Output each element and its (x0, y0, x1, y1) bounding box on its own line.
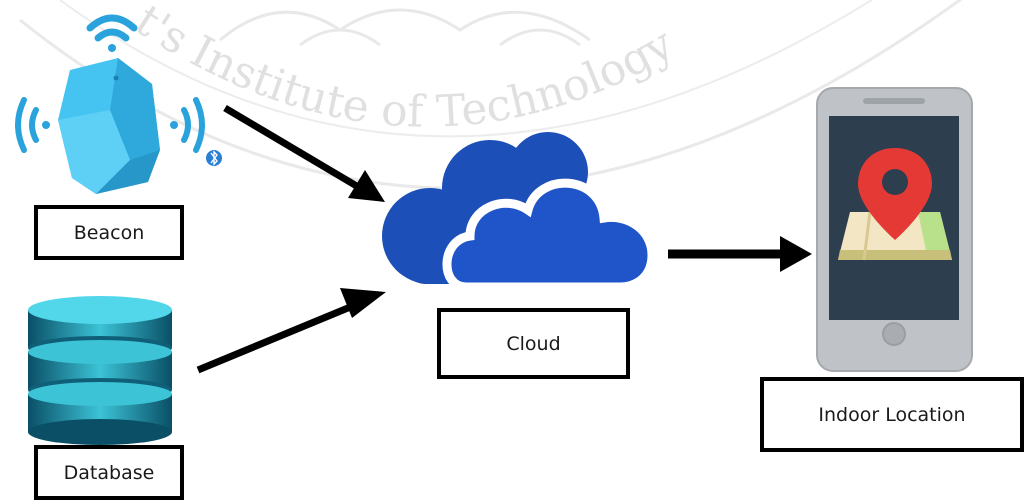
indoor-location-label: Indoor Location (760, 377, 1024, 452)
cloud-icon (382, 132, 657, 292)
bluetooth-icon (206, 150, 222, 166)
svg-text:t'sInstitute of Technology: t'sInstitute of Technology (126, 0, 682, 138)
cloud-label: Cloud (437, 308, 630, 379)
map-pin-icon (858, 148, 932, 240)
smartphone-map-pin-icon (816, 87, 973, 372)
beacon-icon (15, 14, 222, 194)
cloud-label-text: Cloud (506, 332, 561, 355)
wifi-signal-icon (86, 14, 138, 52)
database-label-text: Database (63, 461, 155, 484)
signal-waves-right-icon (170, 97, 205, 153)
arrow-beacon-to-cloud (223, 104, 385, 202)
arrow-database-to-cloud (196, 288, 386, 374)
database-icon (28, 296, 172, 445)
beacon-label-text: Beacon (73, 221, 145, 244)
watermark-fragment: t's (126, 0, 197, 65)
watermark-text: Institute of Technology (183, 18, 683, 138)
beacon-label: Beacon (34, 205, 184, 260)
indoor-location-label-text: Indoor Location (818, 403, 966, 426)
arrow-cloud-to-location (668, 236, 812, 272)
database-label: Database (34, 445, 184, 500)
signal-waves-left-icon (15, 97, 50, 153)
